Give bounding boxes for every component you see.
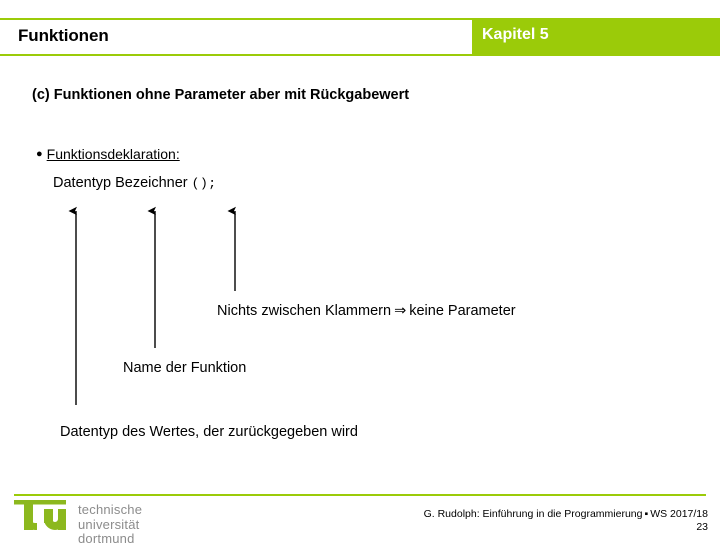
implies-arrow-icon: ⇒ bbox=[394, 303, 407, 319]
chapter-banner: Kapitel 5 bbox=[472, 18, 720, 56]
page-title: Funktionen bbox=[18, 26, 109, 45]
page-number: 23 bbox=[696, 521, 708, 533]
footer-credit-term: WS 2017/18 bbox=[650, 508, 708, 520]
callout-parameters-before: Nichts zwischen Klammern bbox=[217, 303, 392, 319]
syntax-identifier: Bezeichner bbox=[115, 175, 188, 191]
declaration-heading-label: Funktionsdeklaration: bbox=[46, 146, 180, 162]
callout-parameters: Nichts zwischen Klammern⇒keine Parameter bbox=[217, 303, 516, 319]
callout-parameters-after: keine Parameter bbox=[409, 303, 516, 319]
tu-logo-line2: dortmund bbox=[78, 531, 135, 546]
syntax-code-suffix: (); bbox=[191, 176, 217, 191]
footer-credit-separator: ▪ bbox=[644, 508, 649, 520]
footer-credit: G. Rudolph: Einführung in die Programmie… bbox=[424, 508, 708, 520]
declaration-syntax-line: Datentyp Bezeichner (); bbox=[53, 175, 217, 191]
callout-return-type: Datentyp des Wertes, der zurückgegeben w… bbox=[60, 424, 358, 440]
header-rule-bottom bbox=[0, 54, 472, 56]
slide-subtitle: (c) Funktionen ohne Parameter aber mit R… bbox=[32, 87, 410, 103]
declaration-heading: ●Funktionsdeklaration: bbox=[36, 146, 180, 162]
callout-function-name: Name der Funktion bbox=[123, 360, 247, 376]
slide-header: Funktionen Kapitel 5 bbox=[0, 18, 720, 56]
header-rule-top bbox=[0, 18, 472, 20]
tu-logo-line1: technische universität bbox=[78, 502, 143, 532]
tu-logo-icon bbox=[14, 500, 66, 530]
syntax-datatype: Datentyp bbox=[53, 175, 112, 191]
chapter-label: Kapitel 5 bbox=[482, 26, 549, 43]
footer-credit-author: G. Rudolph: Einführung in die Programmie… bbox=[423, 508, 643, 520]
bullet-icon: ● bbox=[36, 148, 43, 160]
footer-rule bbox=[14, 494, 706, 496]
